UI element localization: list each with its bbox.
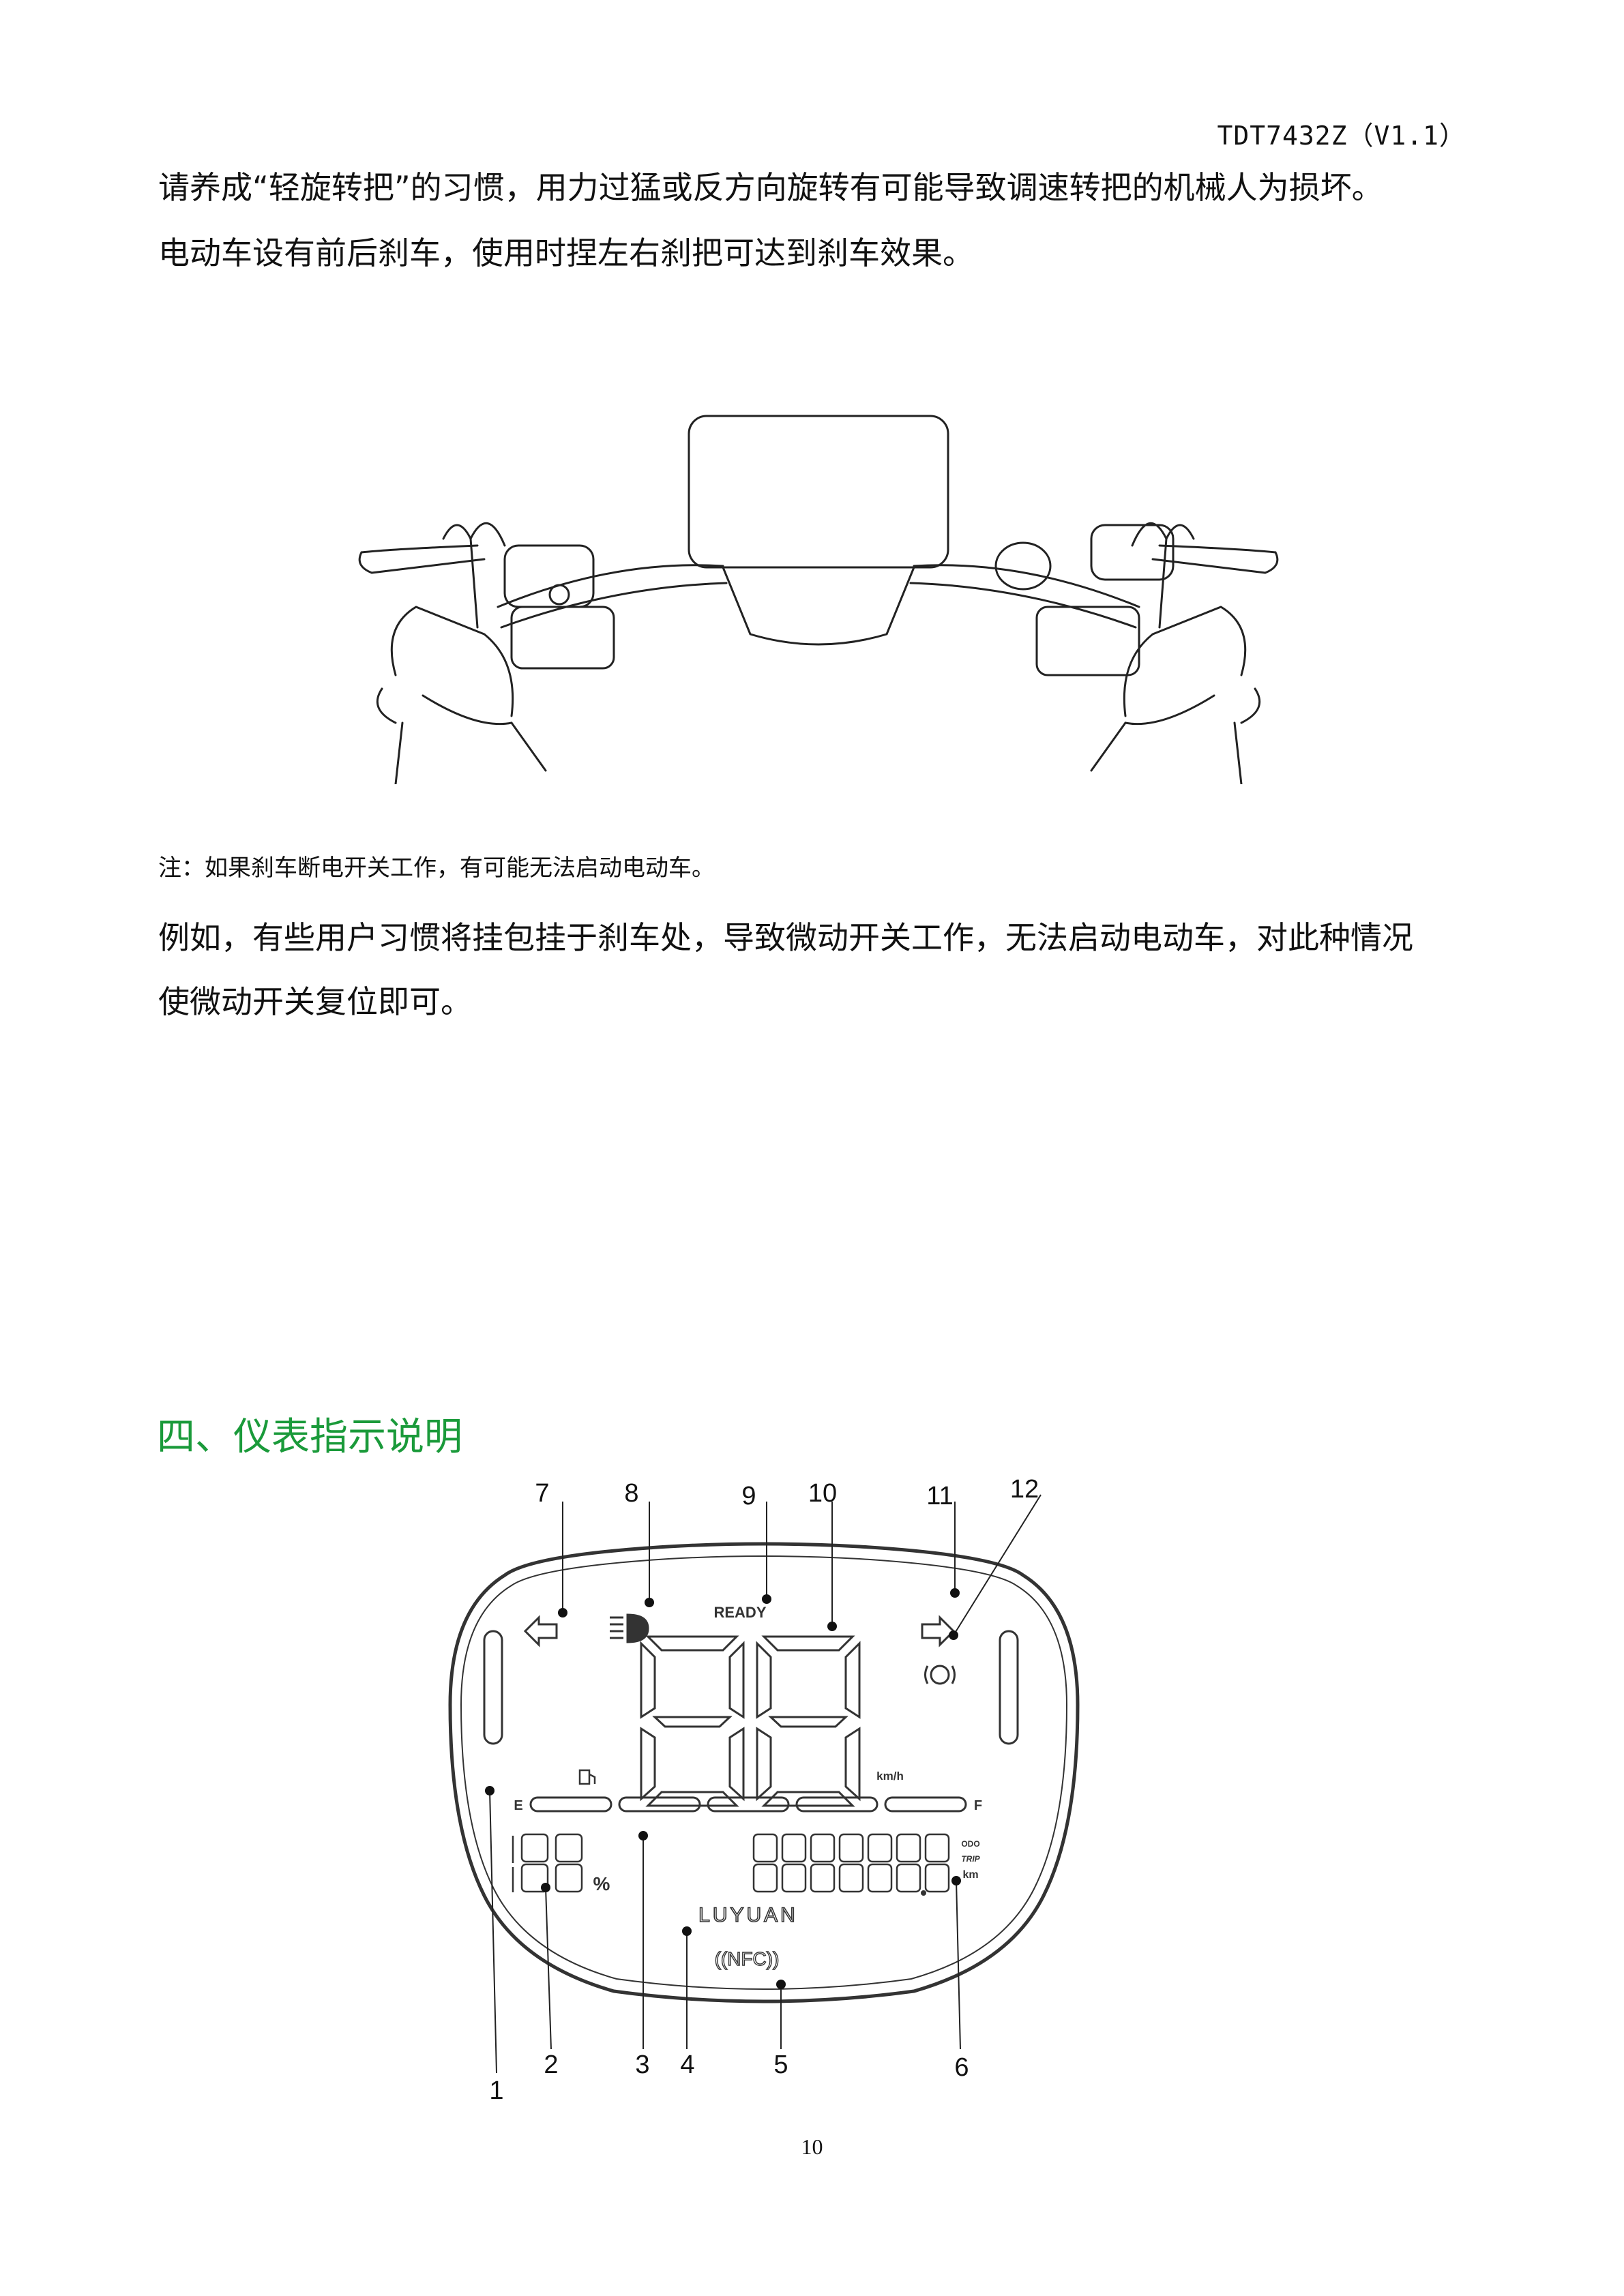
callout-number: 6	[954, 2053, 969, 2082]
dashboard-inner-outline	[460, 1555, 1068, 1990]
callout-lines	[489, 1494, 1042, 2074]
fuel-empty-label: E	[514, 1798, 522, 1813]
callout-number: 3	[635, 2051, 649, 2079]
callout-number: 4	[680, 2051, 694, 2079]
page-number: 10	[801, 2134, 823, 2159]
callout-number: 1	[489, 2076, 503, 2105]
battery-segment	[884, 1796, 967, 1813]
dashboard-outer-outline	[448, 1542, 1080, 2003]
handlebar-brake-illustration	[358, 415, 1279, 784]
left-turn-signal-icon	[523, 1615, 558, 1648]
trip-label: TRIP	[961, 1854, 980, 1864]
fuel-pump-icon	[578, 1769, 596, 1785]
km-label: km	[962, 1869, 978, 1881]
right-thumb	[1240, 687, 1261, 724]
intro-line-2: 电动车设有前后刹车，使用时捏左右刹把可达到刹车效果。	[158, 235, 974, 271]
right-brake-lever-mount	[1090, 524, 1175, 581]
example-line-2: 使微动开关复位即可。	[158, 983, 472, 1020]
callout-number: 8	[624, 1479, 638, 1508]
battery-segment	[707, 1796, 790, 1813]
right-mirror-mount	[994, 541, 1052, 591]
battery-percent-digits	[512, 1833, 583, 1893]
left-brake-lever-mount	[503, 544, 595, 608]
battery-segment	[618, 1796, 701, 1813]
note-text: 注：如果刹车断电开关工作，有可能无法启动电动车。	[158, 854, 715, 882]
odometer-decimal-point	[921, 1890, 926, 1896]
callout-number: 11	[926, 1482, 953, 1510]
document-code: TDT7432Z（V1.1）	[1217, 121, 1466, 151]
display-housing	[722, 566, 915, 646]
odo-label: ODO	[961, 1839, 979, 1849]
section-title: 四、仪表指示说明	[157, 1415, 462, 1459]
left-hand-finger	[442, 524, 479, 629]
percent-sign: %	[593, 1873, 610, 1894]
callout-dots	[485, 1588, 961, 1989]
fuel-full-label: F	[974, 1798, 982, 1813]
intro-line-1: 请养成“轻旋转把”的习惯，用力过猛或反方向旋转有可能导致调速转把的机械人为损坏。	[158, 169, 1383, 206]
odometer-digits	[752, 1833, 950, 1893]
right-hand-finger	[1158, 524, 1195, 629]
example-line-1: 例如，有些用户习惯将挂包挂于刹车处，导致微动开关工作，无法启动电动车，对此种情况	[158, 919, 1413, 956]
right-switch-box	[1035, 606, 1140, 676]
brake-warning-icon	[924, 1665, 956, 1685]
speed-digits	[640, 1635, 861, 1807]
left-thumb	[376, 687, 397, 724]
nfc-label: ((NFC))	[715, 1948, 780, 1969]
callout-number: 2	[544, 2051, 558, 2079]
brand-logo: LUYUAN	[698, 1904, 798, 1926]
right-turn-signal-icon	[921, 1615, 956, 1648]
right-side-bar	[999, 1630, 1019, 1745]
dashboard-diagram: READY km/h E F % ODO TRIP km LUYUAN ((NF…	[448, 1475, 1080, 2105]
callout-number: 10	[808, 1479, 837, 1508]
left-switch-box	[510, 606, 615, 670]
callout-number: 5	[773, 2051, 788, 2079]
callout-number: 9	[741, 1482, 756, 1510]
callout-number: 12	[1010, 1475, 1039, 1504]
callout-number: 7	[535, 1479, 549, 1508]
display-screen-outline	[688, 415, 949, 569]
battery-segment	[529, 1796, 612, 1813]
battery-segment	[795, 1796, 879, 1813]
ready-label: READY	[713, 1604, 766, 1621]
headlight-icon	[610, 1613, 649, 1643]
speed-unit: km/h	[876, 1770, 904, 1783]
left-side-bar	[483, 1630, 503, 1745]
